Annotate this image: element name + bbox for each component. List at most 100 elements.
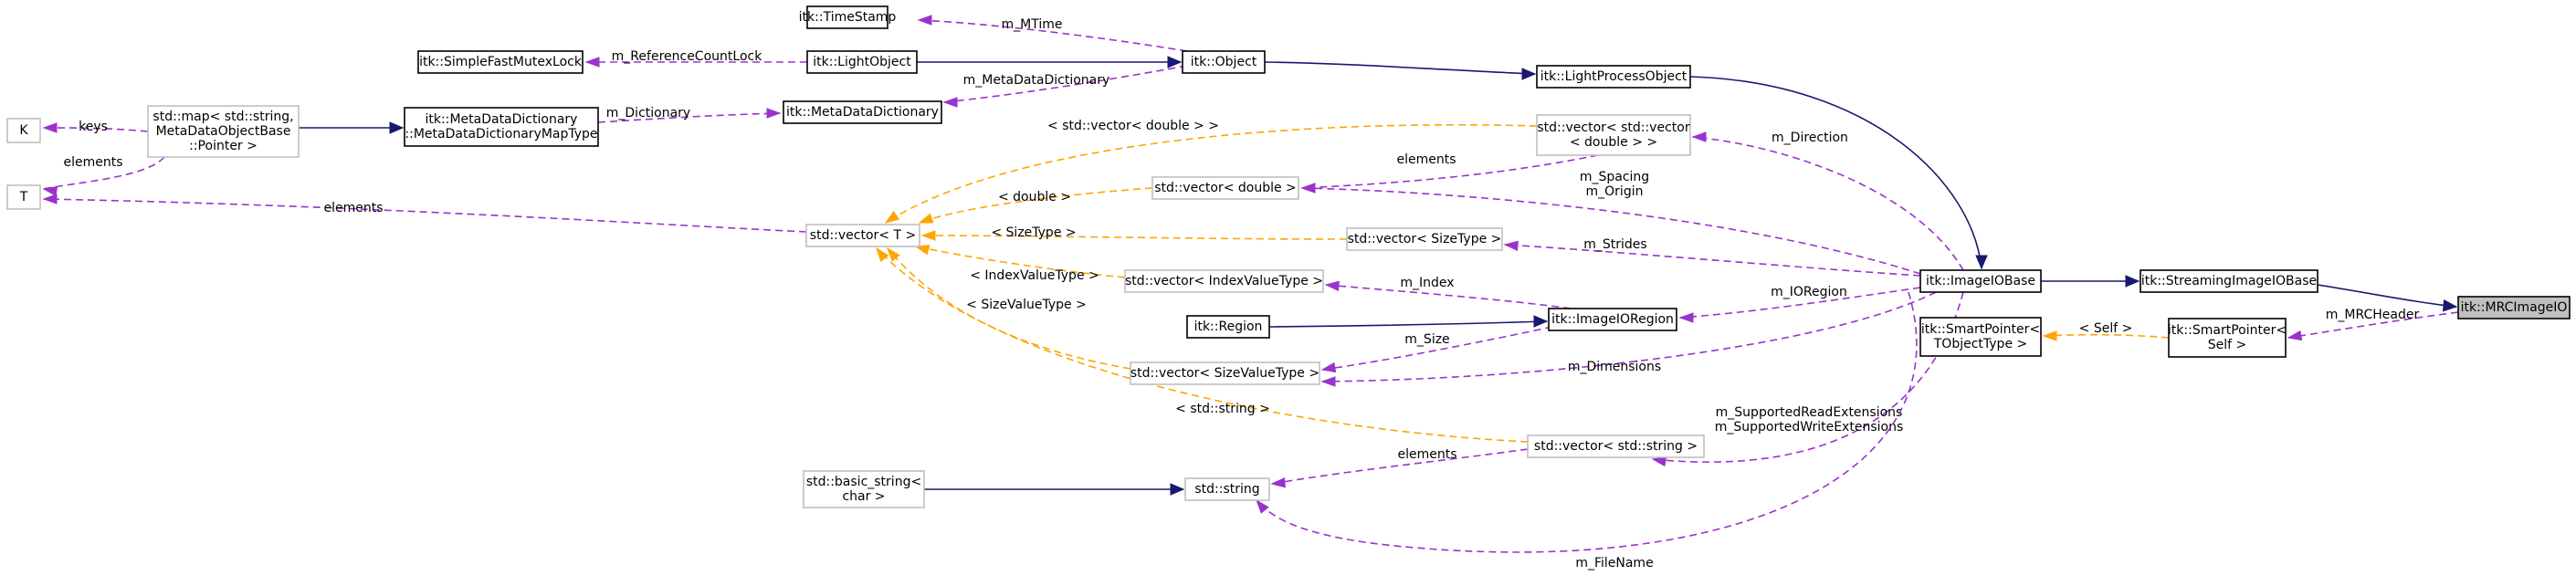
node-box: [1536, 65, 1691, 89]
edge-elements-t-vector: elements: [42, 194, 807, 233]
node-box: [803, 470, 925, 508]
edge-label: < double >: [998, 190, 1071, 204]
arrowhead-icon: [1651, 456, 1667, 467]
arrowhead-icon: [1691, 131, 1707, 142]
arrowhead-icon: [2442, 299, 2458, 312]
node-lightobject[interactable]: itk::LightObject: [806, 50, 918, 74]
edge-line: [1268, 320, 1548, 328]
arrowhead-icon: [1256, 498, 1269, 514]
node-label: itk::MetaDataDictionary: [426, 112, 578, 127]
node-label: itk::SmartPointer<: [1921, 322, 2040, 337]
edge-m-referencecountlock: m_ReferenceCountLock: [584, 49, 807, 68]
edge-elements-double: elements: [1300, 152, 1599, 194]
node-vector-double: std::vector< double >: [1151, 176, 1299, 200]
arrowhead-icon: [917, 15, 932, 26]
node-box: [1527, 435, 1705, 458]
node-label: itk::ImageIOBase: [1926, 274, 2035, 288]
arrowhead-icon: [42, 194, 58, 204]
arrowhead-icon: [918, 213, 934, 224]
node-box: [147, 105, 300, 158]
edge-line: [885, 123, 1538, 224]
node-metadatadictionary[interactable]: itk::MetaDataDictionary: [783, 100, 942, 124]
edge-line: [1679, 287, 1921, 319]
edge-m-ioregion: m_IORegion: [1678, 285, 1921, 323]
node-label: K: [19, 123, 28, 138]
node-box: [2168, 318, 2287, 358]
edge-line: [943, 65, 1188, 103]
node-string: std::string: [1184, 477, 1270, 501]
node-region[interactable]: itk::Region: [1186, 315, 1270, 339]
edge-label: < std::vector< double > >: [1047, 119, 1219, 133]
node-imageiobase[interactable]: itk::ImageIOBase: [1919, 269, 2042, 293]
edge-label: elements: [323, 201, 383, 215]
edge-label: m_Dictionary: [606, 106, 690, 120]
arrowhead-icon: [887, 246, 900, 262]
edge-label: < std::string >: [1175, 402, 1270, 416]
edge-line: [1692, 136, 1964, 271]
edge-label: elements: [63, 155, 122, 170]
node-box: [417, 50, 584, 74]
edge-m-metadatadictionary: m_MetaDataDictionary: [942, 65, 1188, 108]
node-timestamp[interactable]: itk::TimeStamp: [799, 5, 897, 29]
edge-lightprocessobject-imageiobase: [1689, 76, 1988, 270]
edge-label: m_Index: [1400, 276, 1454, 290]
arrowhead-icon: [584, 57, 600, 68]
edge-line: [1504, 244, 1921, 277]
node-label: itk::Object: [1191, 55, 1257, 69]
edge-label: m_Size: [1404, 332, 1449, 347]
edge-line: [2287, 311, 2459, 339]
node-label: itk::StreamingImageIOBase: [2141, 274, 2317, 288]
node-box: [806, 5, 888, 29]
edge-tpl-sizevaluetype: < SizeValueType >: [887, 246, 1131, 370]
node-smartpointer-self[interactable]: itk::SmartPointer<Self >: [2168, 318, 2287, 358]
node-label: std::vector< double >: [1154, 181, 1297, 195]
node-simplefastmutexlock[interactable]: itk::SimpleFastMutexLock: [417, 50, 584, 74]
node-label: Self >: [2208, 338, 2247, 352]
node-object[interactable]: itk::Object: [1182, 50, 1266, 74]
edge-line: [1301, 154, 1599, 189]
edge-line: [1301, 187, 1921, 275]
node-box: [1184, 477, 1270, 501]
node-label: std::vector< std::vector: [1537, 120, 1689, 135]
node-label: ::Pointer >: [189, 139, 258, 153]
edge-m-dictionary: m_Dictionary: [597, 106, 782, 123]
arrowhead-icon: [766, 108, 782, 119]
node-box: [805, 224, 920, 247]
edge-line: [2317, 284, 2457, 308]
edge-m-filename: m_FileName: [1256, 291, 1918, 571]
edge-tpl-double: < double >: [918, 187, 1153, 224]
node-imageioregion[interactable]: itk::ImageIORegion: [1548, 308, 1677, 331]
arrowhead-icon: [1300, 183, 1316, 194]
node-streamingimageiobase[interactable]: itk::StreamingImageIOBase: [2140, 269, 2318, 293]
node-label: itk::MRCImageIO: [2461, 300, 2568, 315]
arrowhead-icon: [1324, 280, 1340, 291]
edge-label: m_Direction: [1772, 131, 1848, 145]
arrowhead-icon: [2287, 330, 2303, 341]
edge-region-imageioregion: [1268, 315, 1549, 328]
edge-line: [597, 112, 781, 123]
node-label: itk::ImageIORegion: [1551, 312, 1674, 327]
node-label: itk::SimpleFastMutexLock: [419, 55, 583, 69]
node-label: std::vector< IndexValueType >: [1125, 274, 1323, 288]
arrowhead-icon: [1167, 56, 1183, 68]
node-metadatadictionarymaptype[interactable]: itk::MetaDataDictionary::MetaDataDiction…: [404, 107, 599, 147]
node-label: itk::Region: [1194, 319, 1263, 334]
edge-label: m_Dimensions: [1568, 360, 1661, 374]
arrowhead-icon: [42, 122, 58, 133]
node-box: [6, 184, 41, 210]
node-vector-vector-double: std::vector< std::vector< double > >: [1536, 114, 1691, 156]
node-box: [2140, 269, 2318, 293]
edge-label: m_Origin: [1586, 184, 1644, 199]
node-box: [1346, 227, 1503, 251]
edge-elements-string: elements: [1270, 447, 1529, 488]
node-smartpointer-tobjecttype[interactable]: itk::SmartPointer<TObjectType >: [1919, 317, 2042, 357]
node-lightprocessobject[interactable]: itk::LightProcessObject: [1536, 65, 1691, 89]
node-label: std::vector< T >: [810, 228, 916, 243]
node-label: T: [19, 190, 28, 204]
arrowhead-icon: [389, 121, 405, 134]
edge-m-direction: m_Direction: [1691, 131, 1964, 271]
edge-m-mrcheader: m_MRCHeader: [2287, 308, 2459, 341]
